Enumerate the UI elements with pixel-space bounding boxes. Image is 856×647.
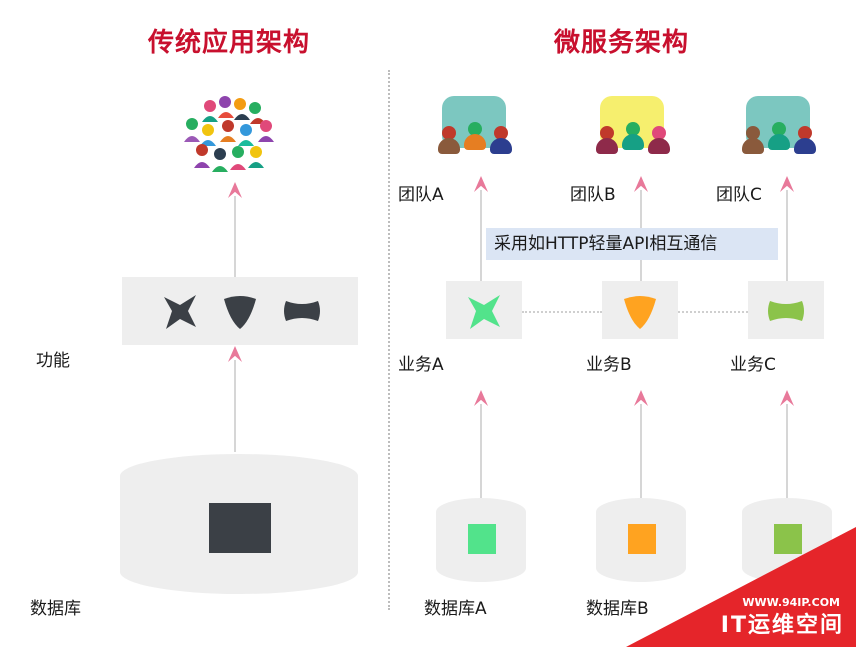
communication-banner: 采用如HTTP轻量API相互通信 [486,228,778,260]
connector-line [786,404,788,500]
connector-line [234,196,236,278]
functions-panel [122,277,358,345]
triangle-shape-icon [620,291,660,331]
team-c-label: 团队C [716,180,762,205]
database-a-label: 数据库A [424,594,487,619]
service-a-label: 业务A [398,350,444,375]
service-c-box [748,281,824,339]
section-divider [388,70,390,610]
connector-line [640,404,642,500]
database-c-core [774,524,802,554]
x-shape-icon [160,291,200,331]
service-link [522,311,602,313]
connector-line [786,190,788,282]
team-a-label: 团队A [398,180,444,205]
connector-line [480,190,482,282]
team-b-label: 团队B [570,180,616,205]
team-b-icon [592,96,680,162]
bowtie-shape-icon [282,295,322,327]
triangle-shape-icon [220,291,260,331]
connector-line [234,360,236,452]
service-b-label: 业务B [586,350,632,375]
x-shape-icon [464,291,504,331]
database-a-core [468,524,496,554]
bowtie-shape-icon [766,295,806,327]
service-c-label: 业务C [730,350,776,375]
database-b-core [628,524,656,554]
team-a-icon [434,96,522,162]
monolith-database-core [209,503,271,553]
database-b-label: 数据库B [586,594,649,619]
service-a-box [446,281,522,339]
connector-line [480,404,482,500]
function-label: 功能 [36,346,70,371]
service-b-box [602,281,678,339]
crowd-of-people-icon [180,96,280,176]
watermark-text: IT运维空间 [721,607,844,639]
microservice-architecture-heading: 微服务架构 [554,22,689,59]
database-label: 数据库 [30,594,81,619]
traditional-architecture-heading: 传统应用架构 [148,22,310,59]
team-c-icon [738,96,826,162]
service-link [678,311,748,313]
